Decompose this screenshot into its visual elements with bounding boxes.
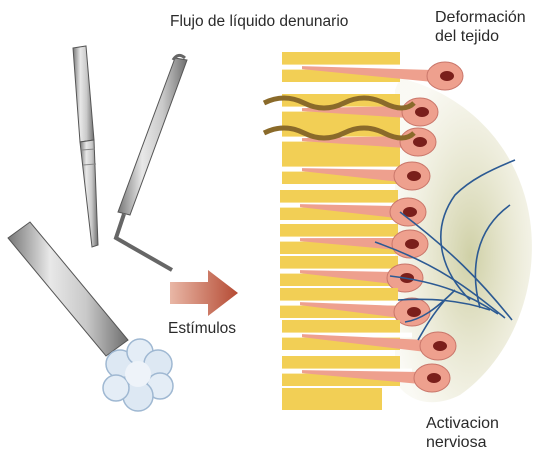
dental-explorer-icon [73,46,98,247]
cotton-pellet-holder-icon [8,222,173,411]
fluid-flow-label: Flujo de líquido denunario [170,12,348,31]
tissue-deformation-label: Deformación del tejido [435,8,526,46]
cell-nucleus [440,71,454,81]
tissue-deformation-line2: del tejido [435,27,526,46]
nerve-activation-line1: Activacion [426,414,499,433]
cell-nucleus [413,137,427,147]
dentin-block [282,388,382,410]
cell-nucleus [427,373,441,383]
cell-nucleus [407,171,421,181]
cell-nucleus [433,341,447,351]
cell-nucleus [405,239,419,249]
dental-probe-icon [116,55,187,270]
stimulus-arrow-icon [170,270,238,316]
nerve-activation-line2: nerviosa [426,433,499,452]
cell-nucleus [415,107,429,117]
stimuli-label: Estímulos [168,319,236,338]
nerve-activation-label: Activacion nerviosa [426,414,499,452]
tissue-deformation-line1: Deformación [435,8,526,27]
cell-nucleus [407,307,421,317]
